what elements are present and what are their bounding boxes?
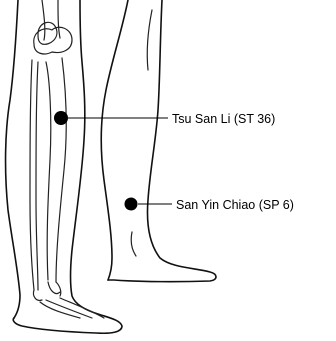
- patella: [38, 22, 57, 44]
- point-sp6: San Yin Chiao (SP 6): [125, 198, 294, 213]
- st36-label: Tsu San Li (ST 36): [172, 112, 275, 126]
- tibia: [46, 58, 66, 282]
- front-leg-left-contour: [6, 0, 20, 318]
- side-leg-ankle-line: [131, 232, 136, 256]
- fibula: [30, 60, 38, 290]
- side-leg-shin-line: [147, 10, 152, 70]
- sp6-label: San Yin Chiao (SP 6): [176, 198, 294, 212]
- sp6-marker: [125, 198, 138, 211]
- front-leg: [6, 0, 122, 333]
- st36-marker: [54, 111, 68, 125]
- point-st36: Tsu San Li (ST 36): [54, 111, 275, 126]
- side-leg: [101, 0, 216, 282]
- side-leg-back-contour: [108, 0, 216, 282]
- foot-bones: [40, 298, 104, 318]
- side-leg-front-contour: [101, 0, 128, 280]
